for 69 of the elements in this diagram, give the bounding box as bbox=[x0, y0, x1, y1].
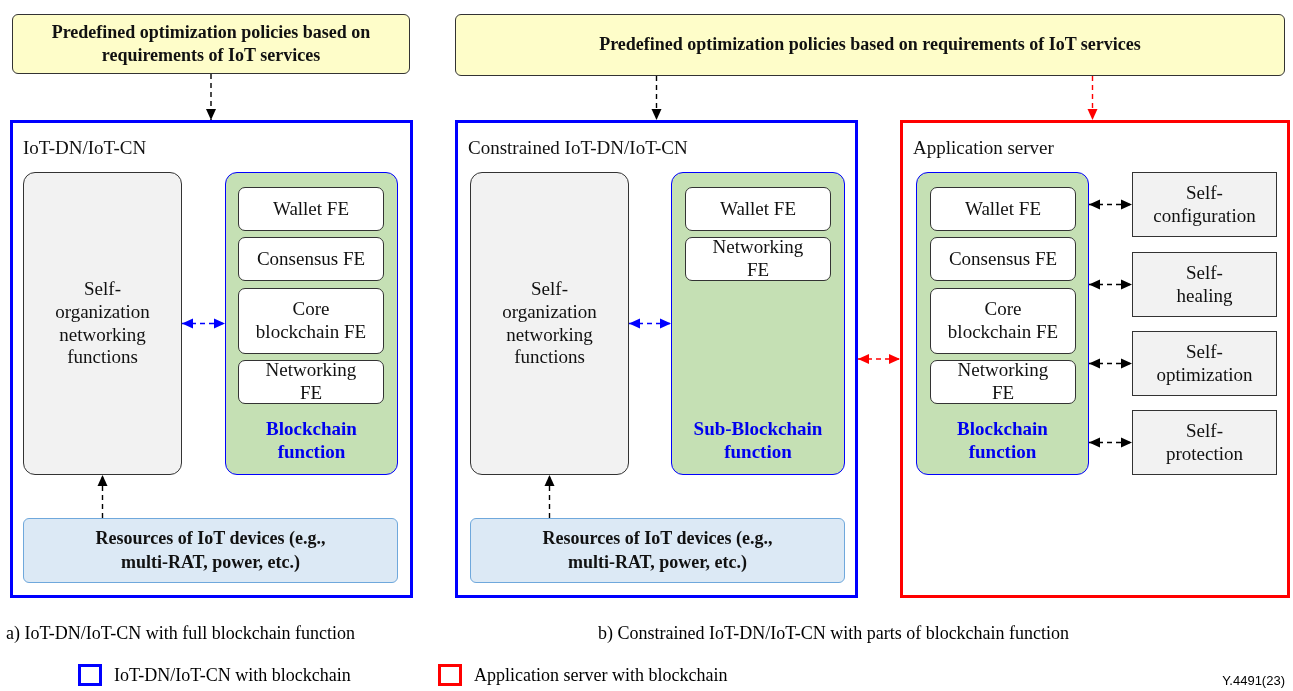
fe-box bbox=[238, 187, 384, 231]
fe-box bbox=[685, 187, 831, 231]
fe-text: Wallet FE bbox=[719, 197, 796, 221]
connector-arrow bbox=[97, 474, 108, 519]
legend-text: IoT-DN/IoT-CN with blockchain bbox=[114, 664, 351, 686]
legend-text: Application server with blockchain bbox=[474, 664, 728, 686]
fe-box bbox=[685, 237, 831, 281]
connector-arrow bbox=[651, 75, 662, 121]
fe-box bbox=[238, 360, 384, 404]
node-frame bbox=[455, 120, 858, 598]
fe-box bbox=[930, 288, 1076, 354]
self-function-box bbox=[1132, 410, 1277, 475]
figure-code: Y.4491(23) bbox=[1222, 673, 1285, 688]
function-text: Self-organization networking functions bbox=[502, 277, 597, 370]
self-function-text: Self-configuration bbox=[1153, 181, 1256, 228]
connector-arrow bbox=[857, 354, 901, 364]
fe-text: Consensus FE bbox=[948, 247, 1058, 271]
figure-caption: a) IoT-DN/IoT-CN with full blockchain function bbox=[6, 623, 356, 644]
self-function-text: Self-protection bbox=[1166, 419, 1243, 466]
fe-text: Networking FE bbox=[956, 359, 1050, 405]
function-box bbox=[23, 172, 182, 475]
self-function-box bbox=[1132, 331, 1277, 396]
fe-text: Consensus FE bbox=[256, 247, 366, 271]
resource-text: Resources of IoT devices (e.g., multi-RAT, power, etc.) bbox=[94, 527, 327, 574]
blockchain-panel bbox=[225, 172, 398, 475]
fe-text: Wallet FE bbox=[272, 197, 349, 221]
connector-arrow bbox=[1088, 437, 1133, 448]
connector-arrow bbox=[1088, 279, 1133, 290]
panel-title: Blockchain function bbox=[265, 416, 358, 464]
self-function-text: Self-optimization bbox=[1156, 340, 1253, 387]
fe-box bbox=[930, 187, 1076, 231]
fe-text: Networking FE bbox=[264, 359, 358, 405]
fe-box bbox=[930, 360, 1076, 404]
connector-arrow bbox=[206, 73, 216, 121]
frame-title: IoT-DN/IoT-CN bbox=[23, 137, 147, 159]
fe-box bbox=[930, 237, 1076, 281]
self-function-text: Self-healing bbox=[1176, 261, 1233, 308]
policy-text: Predefined optimization policies based on requirements of IoT services bbox=[50, 20, 372, 67]
resource-box bbox=[470, 518, 845, 583]
fe-text: Core blockchain FE bbox=[254, 298, 368, 344]
policy-box bbox=[12, 14, 410, 74]
fe-box bbox=[238, 237, 384, 281]
frame-title: Application server bbox=[913, 137, 1054, 159]
node-frame bbox=[10, 120, 413, 598]
policy-box bbox=[455, 14, 1285, 76]
connector-arrow bbox=[628, 318, 672, 329]
self-function-box bbox=[1132, 252, 1277, 317]
resource-box bbox=[23, 518, 398, 583]
self-function-box bbox=[1132, 172, 1277, 237]
policy-text: Predefined optimization policies based on requirements of IoT services bbox=[599, 33, 1141, 57]
fe-box bbox=[238, 288, 384, 354]
panel-title: Blockchain function bbox=[956, 416, 1049, 464]
resource-text: Resources of IoT devices (e.g., multi-RAT, power, etc.) bbox=[541, 527, 774, 574]
blockchain-panel bbox=[916, 172, 1089, 475]
connector-arrow bbox=[1088, 358, 1133, 369]
panel-title: Sub-Blockchain function bbox=[692, 416, 824, 464]
fe-text: Wallet FE bbox=[964, 197, 1041, 221]
function-text: Self-organization networking functions bbox=[55, 277, 150, 370]
connector-arrow bbox=[1087, 75, 1098, 121]
fe-text: Core blockchain FE bbox=[946, 298, 1060, 344]
connector-arrow bbox=[1088, 199, 1133, 210]
fe-text: Networking FE bbox=[711, 236, 805, 282]
function-box bbox=[470, 172, 629, 475]
blockchain-panel bbox=[671, 172, 845, 475]
frame-title: Constrained IoT-DN/IoT-CN bbox=[468, 137, 688, 159]
figure-caption: b) Constrained IoT-DN/IoT-CN with parts of blockchain function bbox=[598, 623, 1070, 644]
connector-arrow bbox=[544, 474, 555, 519]
connector-arrow bbox=[181, 318, 226, 329]
server-frame bbox=[900, 120, 1290, 598]
